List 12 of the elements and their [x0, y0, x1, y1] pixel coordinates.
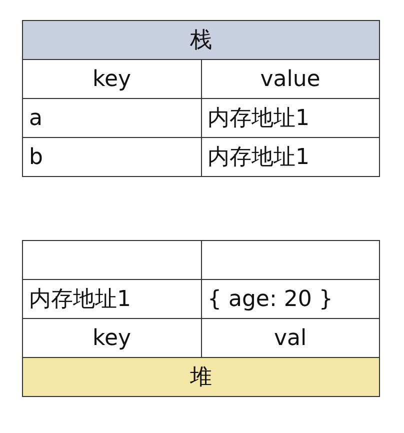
- column-heading: key: [92, 66, 131, 92]
- column-heading: val: [274, 326, 307, 350]
- column-heading: value: [260, 66, 320, 92]
- address-key: 内存地址1: [29, 287, 131, 312]
- address-value: 内存地址1: [208, 106, 310, 131]
- stack-header: 栈: [22, 20, 380, 60]
- address-value: 内存地址1: [208, 145, 310, 170]
- object-value: { age: 20 }: [208, 286, 333, 312]
- heap-header: 堆: [22, 358, 380, 396]
- column-heading: key: [92, 326, 131, 350]
- variable-name: b: [29, 144, 43, 170]
- variable-name: a: [29, 106, 42, 130]
